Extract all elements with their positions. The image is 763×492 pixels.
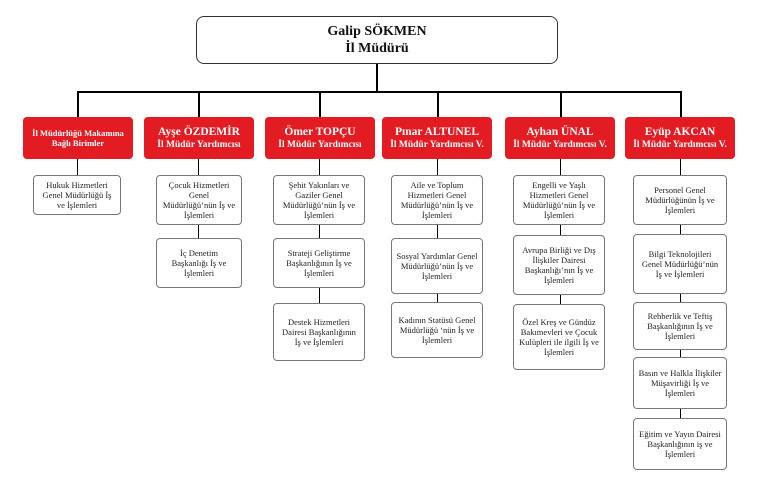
unit-head-name: Eyüp AKCAN [644,126,716,138]
director-title: İl Müdürü [345,41,409,56]
unit-head-title: İl Müdür Yardımcısı [157,140,241,150]
unit-head-name: Ayhan ÜNAL [526,126,594,138]
unit-head-makam: İl Müdürlüğü Makamına Bağlı Birimler [23,117,133,159]
duty-box: Basın ve Halkla İlişkiler Müşavirliği İş… [633,357,727,409]
director-box: Galip SÖKMEN İl Müdürü [196,16,558,64]
column-line [319,159,320,315]
duty-box: Rehberlik ve Teftiş Başkanlığının İş ve … [633,302,727,350]
duty-box: Şehit Yakınları ve Gaziler Genel Müdürlü… [273,175,365,225]
duty-box: Destek Hizmetleri Dairesi Başkanlığının … [273,303,365,361]
unit-head-title: İl Müdür Yardımcısı V. [633,140,727,150]
unit-head-name: Ayşe ÖZDEMİR [158,126,240,138]
duty-box: Aile ve Toplum Hizmetleri Genel Müdürlüğ… [391,175,483,225]
duty-box: Eğitim ve Yayın Dairesi Başkanlığının iş… [633,418,727,470]
drop-line [319,91,321,117]
unit-head-ozdemir: Ayşe ÖZDEMİR İl Müdür Yardımcısı [144,117,254,159]
duty-box: Bilgi Teknolojileri Genel Müdürlüğü’nün … [633,234,727,294]
duty-box: Kadının Statüsü Genel Müdürlüğü ‘nün İş … [391,302,483,358]
duty-box: Çocuk Hizmetleri Genel Müdürlüğü’nün İş … [156,175,242,225]
duty-box: İç Denetim Başkanlığı İş ve İşlemleri [156,238,242,288]
unit-head-altunel: Pınar ALTUNEL İl Müdür Yardımcısı V. [382,117,492,159]
unit-head-unal: Ayhan ÜNAL İl Müdür Yardımcısı V. [505,117,615,159]
unit-head-title: İl Müdür Yardımcısı [278,140,362,150]
column-line [77,159,78,175]
unit-head-title: İl Müdür Yardımcısı V. [513,140,607,150]
column-line [680,159,681,433]
horizontal-bus-line [77,91,681,93]
duty-box: Personel Genel Müdürlüğünün İş ve İşleml… [633,175,727,225]
unit-head-topcu: Ömer TOPÇU İl Müdür Yardımcısı [265,117,375,159]
unit-head-name: Pınar ALTUNEL [394,126,480,138]
drop-line [560,91,562,117]
duty-box: Strateji Geliştirme Başkanlığının İş ve … [273,238,365,288]
duty-box: Sosyal Yardımlar Genel Müdürlüğü’nün İş … [391,238,483,294]
duty-box: Hukuk Hizmetleri Genel Müdürlüğü İş ve İ… [33,175,121,215]
duty-box: Özel Kreş ve Gündüz Bakımevleri ve Çocuk… [513,304,605,370]
unit-head-name: İl Müdürlüğü Makamına Bağlı Birimler [32,128,124,148]
column-line [437,159,438,314]
director-name: Galip SÖKMEN [327,24,427,39]
trunk-line [376,64,378,92]
drop-line [77,91,79,117]
duty-box: Avrupa Birliği ve Dış İlişkiler Dairesi … [513,235,605,295]
drop-line [437,91,439,117]
duty-box: Engelli ve Yaşlı Hizmetleri Genel Müdürl… [513,175,605,225]
unit-head-name: Ömer TOPÇU [284,126,356,138]
drop-line [680,91,682,117]
drop-line [198,91,200,117]
unit-head-akcan: Eyüp AKCAN İl Müdür Yardımcısı V. [625,117,735,159]
unit-head-title: İl Müdür Yardımcısı V. [390,140,484,150]
